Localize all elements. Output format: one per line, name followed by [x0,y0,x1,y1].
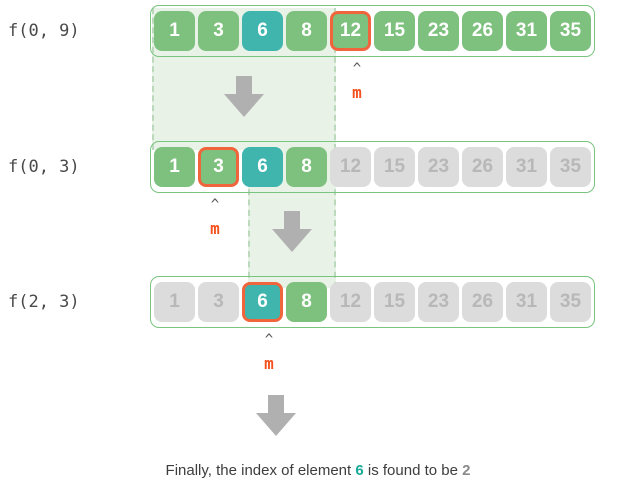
array-cell-found[interactable]: 6 [242,282,283,322]
array-cell[interactable]: 3 [198,11,239,51]
array-cell-mid[interactable]: 3 [198,147,239,187]
array-cell-inactive[interactable]: 26 [462,147,503,187]
array-row-2: f(0, 3) 1 3 6 8 12 15 23 26 31 35 [0,141,636,193]
array-cell[interactable]: 8 [286,147,327,187]
array-cell-inactive[interactable]: 35 [550,282,591,322]
row-label-3: f(2, 3) [8,292,80,312]
array-container-1: 1 3 6 8 12 15 23 26 31 35 [150,5,595,57]
caption-part-2: is found to be [363,462,463,479]
caret-up-icon: ^ [352,61,362,77]
array-cell-target[interactable]: 6 [242,147,283,187]
array-cell-inactive[interactable]: 15 [374,147,415,187]
mid-marker-label: m [210,219,220,238]
caret-up-icon: ^ [210,197,220,213]
array-cell-inactive[interactable]: 3 [198,282,239,322]
array-cell-inactive[interactable]: 35 [550,147,591,187]
array-cell[interactable]: 1 [154,147,195,187]
array-cell[interactable]: 15 [374,11,415,51]
array-container-2: 1 3 6 8 12 15 23 26 31 35 [150,141,595,193]
caption-target-value: 6 [355,462,364,479]
array-cell-inactive[interactable]: 31 [506,147,547,187]
mid-marker-label: m [352,83,362,102]
array-cell[interactable]: 1 [154,11,195,51]
arrow-down-icon [270,211,314,253]
caption-part-1: Finally, the index of element [165,462,356,479]
array-cell[interactable]: 8 [286,282,327,322]
arrow-down-icon [254,395,298,437]
array-cell[interactable]: 35 [550,11,591,51]
mid-marker-3: ^ m [254,333,284,372]
array-cell-inactive[interactable]: 23 [418,147,459,187]
array-cell-target[interactable]: 6 [242,11,283,51]
mid-marker-1: ^ m [342,62,372,101]
mid-marker-2: ^ m [200,198,230,237]
array-cell-inactive[interactable]: 31 [506,282,547,322]
caret-up-icon: ^ [264,332,274,348]
array-row-3: f(2, 3) 1 3 6 8 12 15 23 26 31 35 [0,276,636,328]
mid-marker-label: m [264,354,274,373]
array-cell-inactive[interactable]: 12 [330,147,371,187]
caption-result-index: 2 [462,462,471,479]
array-container-3: 1 3 6 8 12 15 23 26 31 35 [150,276,595,328]
array-cell[interactable]: 31 [506,11,547,51]
array-cell-inactive[interactable]: 15 [374,282,415,322]
array-cell[interactable]: 8 [286,11,327,51]
array-cell-mid[interactable]: 12 [330,11,371,51]
array-cell[interactable]: 26 [462,11,503,51]
array-cell-inactive[interactable]: 26 [462,282,503,322]
array-cell[interactable]: 23 [418,11,459,51]
array-cell-inactive[interactable]: 23 [418,282,459,322]
row-label-2: f(0, 3) [8,157,80,177]
array-row-1: f(0, 9) 1 3 6 8 12 15 23 26 31 35 [0,5,636,57]
result-caption: Finally, the index of element 6 is found… [0,462,636,479]
arrow-down-icon [222,76,266,118]
array-cell-inactive[interactable]: 1 [154,282,195,322]
array-cell-inactive[interactable]: 12 [330,282,371,322]
row-label-1: f(0, 9) [8,21,80,41]
